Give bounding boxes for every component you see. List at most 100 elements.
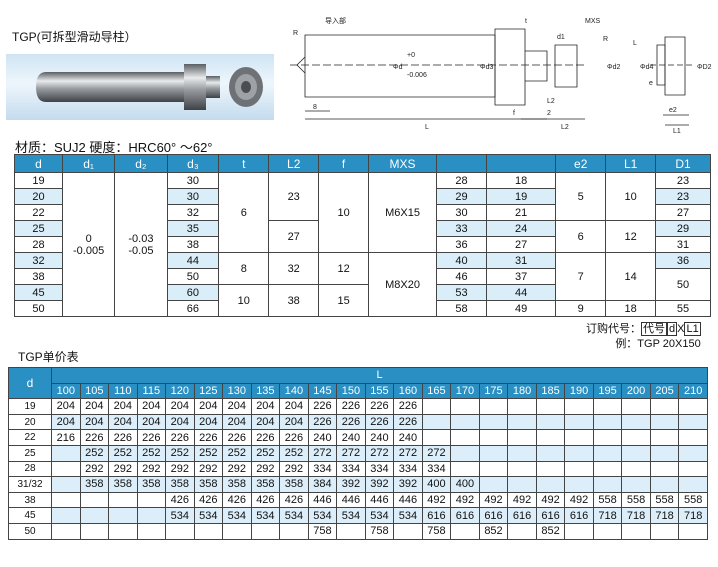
price-cell [51, 507, 81, 524]
price-cell [478, 429, 509, 446]
price-cell: 252 [250, 444, 281, 462]
price-cell: 204 [165, 413, 195, 431]
price-cell [564, 460, 594, 478]
price-cell [507, 522, 537, 540]
spec-cell: 38 [14, 268, 63, 285]
price-length-header: 110 [108, 382, 138, 400]
spec-header: d [14, 154, 63, 173]
price-cell [621, 413, 651, 431]
spec-header: L1 [605, 154, 657, 173]
drawing-label-t: t [525, 18, 527, 25]
price-cell: 226 [336, 398, 366, 415]
price-length-header: 130 [222, 382, 252, 400]
price-cell [592, 460, 623, 478]
spec-cell: 50 [655, 268, 711, 301]
price-cell [564, 522, 594, 540]
price-cell: 252 [279, 444, 309, 462]
price-cell: 334 [307, 460, 338, 478]
price-cell: 534 [364, 507, 395, 524]
price-d-header: d [8, 366, 52, 400]
spec-cell: 50 [166, 268, 220, 285]
spec-cell: 15 [318, 284, 370, 317]
price-cell [678, 476, 708, 493]
spec-cell: 22 [14, 204, 63, 221]
spec-row: 45 60 10 38 15 53 44 [14, 284, 711, 317]
spec-cell: 7 [555, 252, 607, 301]
spec-cell: M8X20 [368, 252, 438, 317]
spec-cell: 6 [555, 220, 607, 253]
price-cell [450, 522, 480, 540]
spec-cell: 28 [436, 172, 487, 189]
spec-cell: 27 [268, 220, 320, 253]
spec-cell: 10 [218, 284, 270, 317]
drawing-label-r: R [293, 30, 298, 37]
price-cell: 426 [165, 491, 195, 509]
price-cell: 534 [250, 507, 281, 524]
price-cell [51, 522, 81, 540]
price-cell: 718 [621, 507, 651, 524]
price-cell [507, 444, 537, 462]
price-length-header: 195 [592, 382, 623, 400]
price-row-d: 45 [8, 507, 52, 524]
price-cell [678, 413, 708, 431]
price-cell [250, 522, 281, 540]
price-cell: 204 [165, 398, 195, 415]
price-length-header: 120 [165, 382, 195, 400]
price-cell: 400 [421, 476, 452, 493]
price-cell [649, 476, 680, 493]
spec-header [436, 154, 487, 173]
price-cell [649, 413, 680, 431]
spec-header [485, 154, 557, 173]
price-cell: 492 [421, 491, 452, 509]
spec-cell: 49 [485, 300, 557, 317]
spec-cell: 58 [436, 300, 487, 317]
price-cell: 492 [478, 491, 509, 509]
price-cell: 240 [336, 429, 366, 446]
drawing-label-mxs: MXS [585, 18, 601, 25]
price-cell: 492 [507, 491, 537, 509]
price-cell [108, 491, 138, 509]
price-cell [649, 429, 680, 446]
price-cell: 426 [193, 491, 224, 509]
price-cell [421, 429, 452, 446]
price-cell: 758 [364, 522, 395, 540]
price-cell: 758 [421, 522, 452, 540]
price-cell: 204 [193, 398, 224, 415]
price-cell: 534 [279, 507, 309, 524]
spec-cell: 38 [268, 284, 320, 317]
technical-drawing: R 导入部 t MXS d1 R +0 -0.006 Φd Φd3 Φd2 Φd… [285, 15, 715, 145]
price-cell [621, 429, 651, 446]
price-length-header: 190 [564, 382, 594, 400]
price-cell: 226 [307, 398, 338, 415]
price-cell: 226 [193, 429, 224, 446]
price-cell [621, 522, 651, 540]
drawing-label-L: L [425, 124, 429, 131]
price-cell: 252 [222, 444, 252, 462]
price-cell: 358 [79, 476, 110, 493]
price-cell [678, 429, 708, 446]
drawing-label-e2: e2 [669, 107, 677, 114]
drawing-label-tol-bottom: -0.006 [407, 72, 427, 79]
price-cell: 226 [279, 429, 309, 446]
price-cell: 204 [136, 398, 167, 415]
price-cell: 226 [79, 429, 110, 446]
price-cell: 272 [421, 444, 452, 462]
drawing-label-d1: d1 [557, 34, 565, 41]
price-cell [649, 460, 680, 478]
spec-cell: 36 [655, 252, 711, 269]
price-cell [79, 507, 110, 524]
price-cell: 204 [136, 413, 167, 431]
price-cell [478, 444, 509, 462]
price-cell: 558 [592, 491, 623, 509]
price-cell: 204 [250, 413, 281, 431]
price-cell: 534 [393, 507, 423, 524]
price-cell [649, 444, 680, 462]
product-photo [6, 54, 274, 120]
price-cell [136, 522, 167, 540]
price-length-header: 155 [364, 382, 395, 400]
